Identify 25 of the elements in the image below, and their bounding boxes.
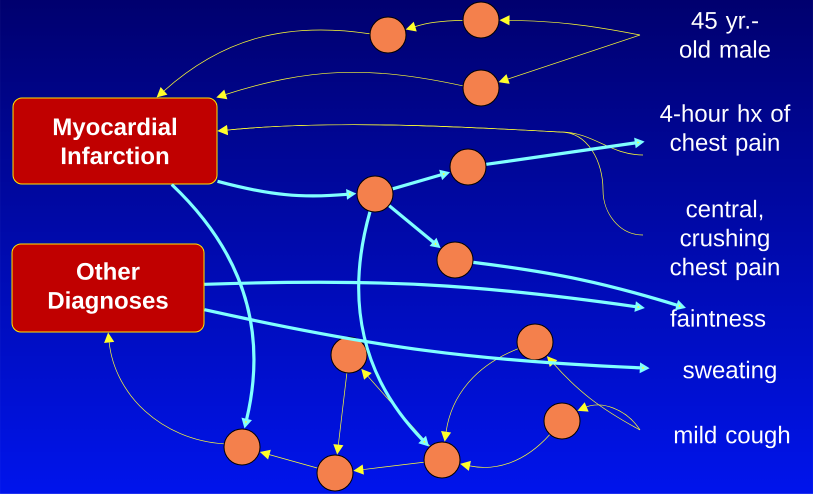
arrow <box>156 30 370 98</box>
circle-node <box>450 148 486 186</box>
diagnosis-box: Other Diagnoses <box>12 244 204 332</box>
finding-label: 4-hour hx of chest pain <box>660 104 790 156</box>
finding-label: mild cough <box>674 426 790 448</box>
circle-node <box>356 175 394 212</box>
finding-label: sweating <box>683 360 776 384</box>
circle-node <box>370 16 406 54</box>
circle-node <box>544 402 580 440</box>
arrow <box>500 15 640 36</box>
arrow <box>218 124 644 236</box>
circle-node <box>330 336 368 374</box>
circle-node <box>316 454 354 492</box>
circle-node <box>462 70 500 106</box>
finding-label: central, crushing chest pain <box>670 200 779 280</box>
circle-node <box>224 428 260 466</box>
finding-label: 45 yr.-old male <box>680 12 770 58</box>
circle-node <box>462 2 500 38</box>
arrow <box>104 332 224 444</box>
circle-node <box>436 242 474 278</box>
finding-label: faintness <box>670 309 766 327</box>
circle-node <box>424 441 460 478</box>
diagnosis-box: Myocardial Infarction <box>12 98 218 184</box>
arrow <box>498 34 640 84</box>
circle-node <box>516 323 554 360</box>
